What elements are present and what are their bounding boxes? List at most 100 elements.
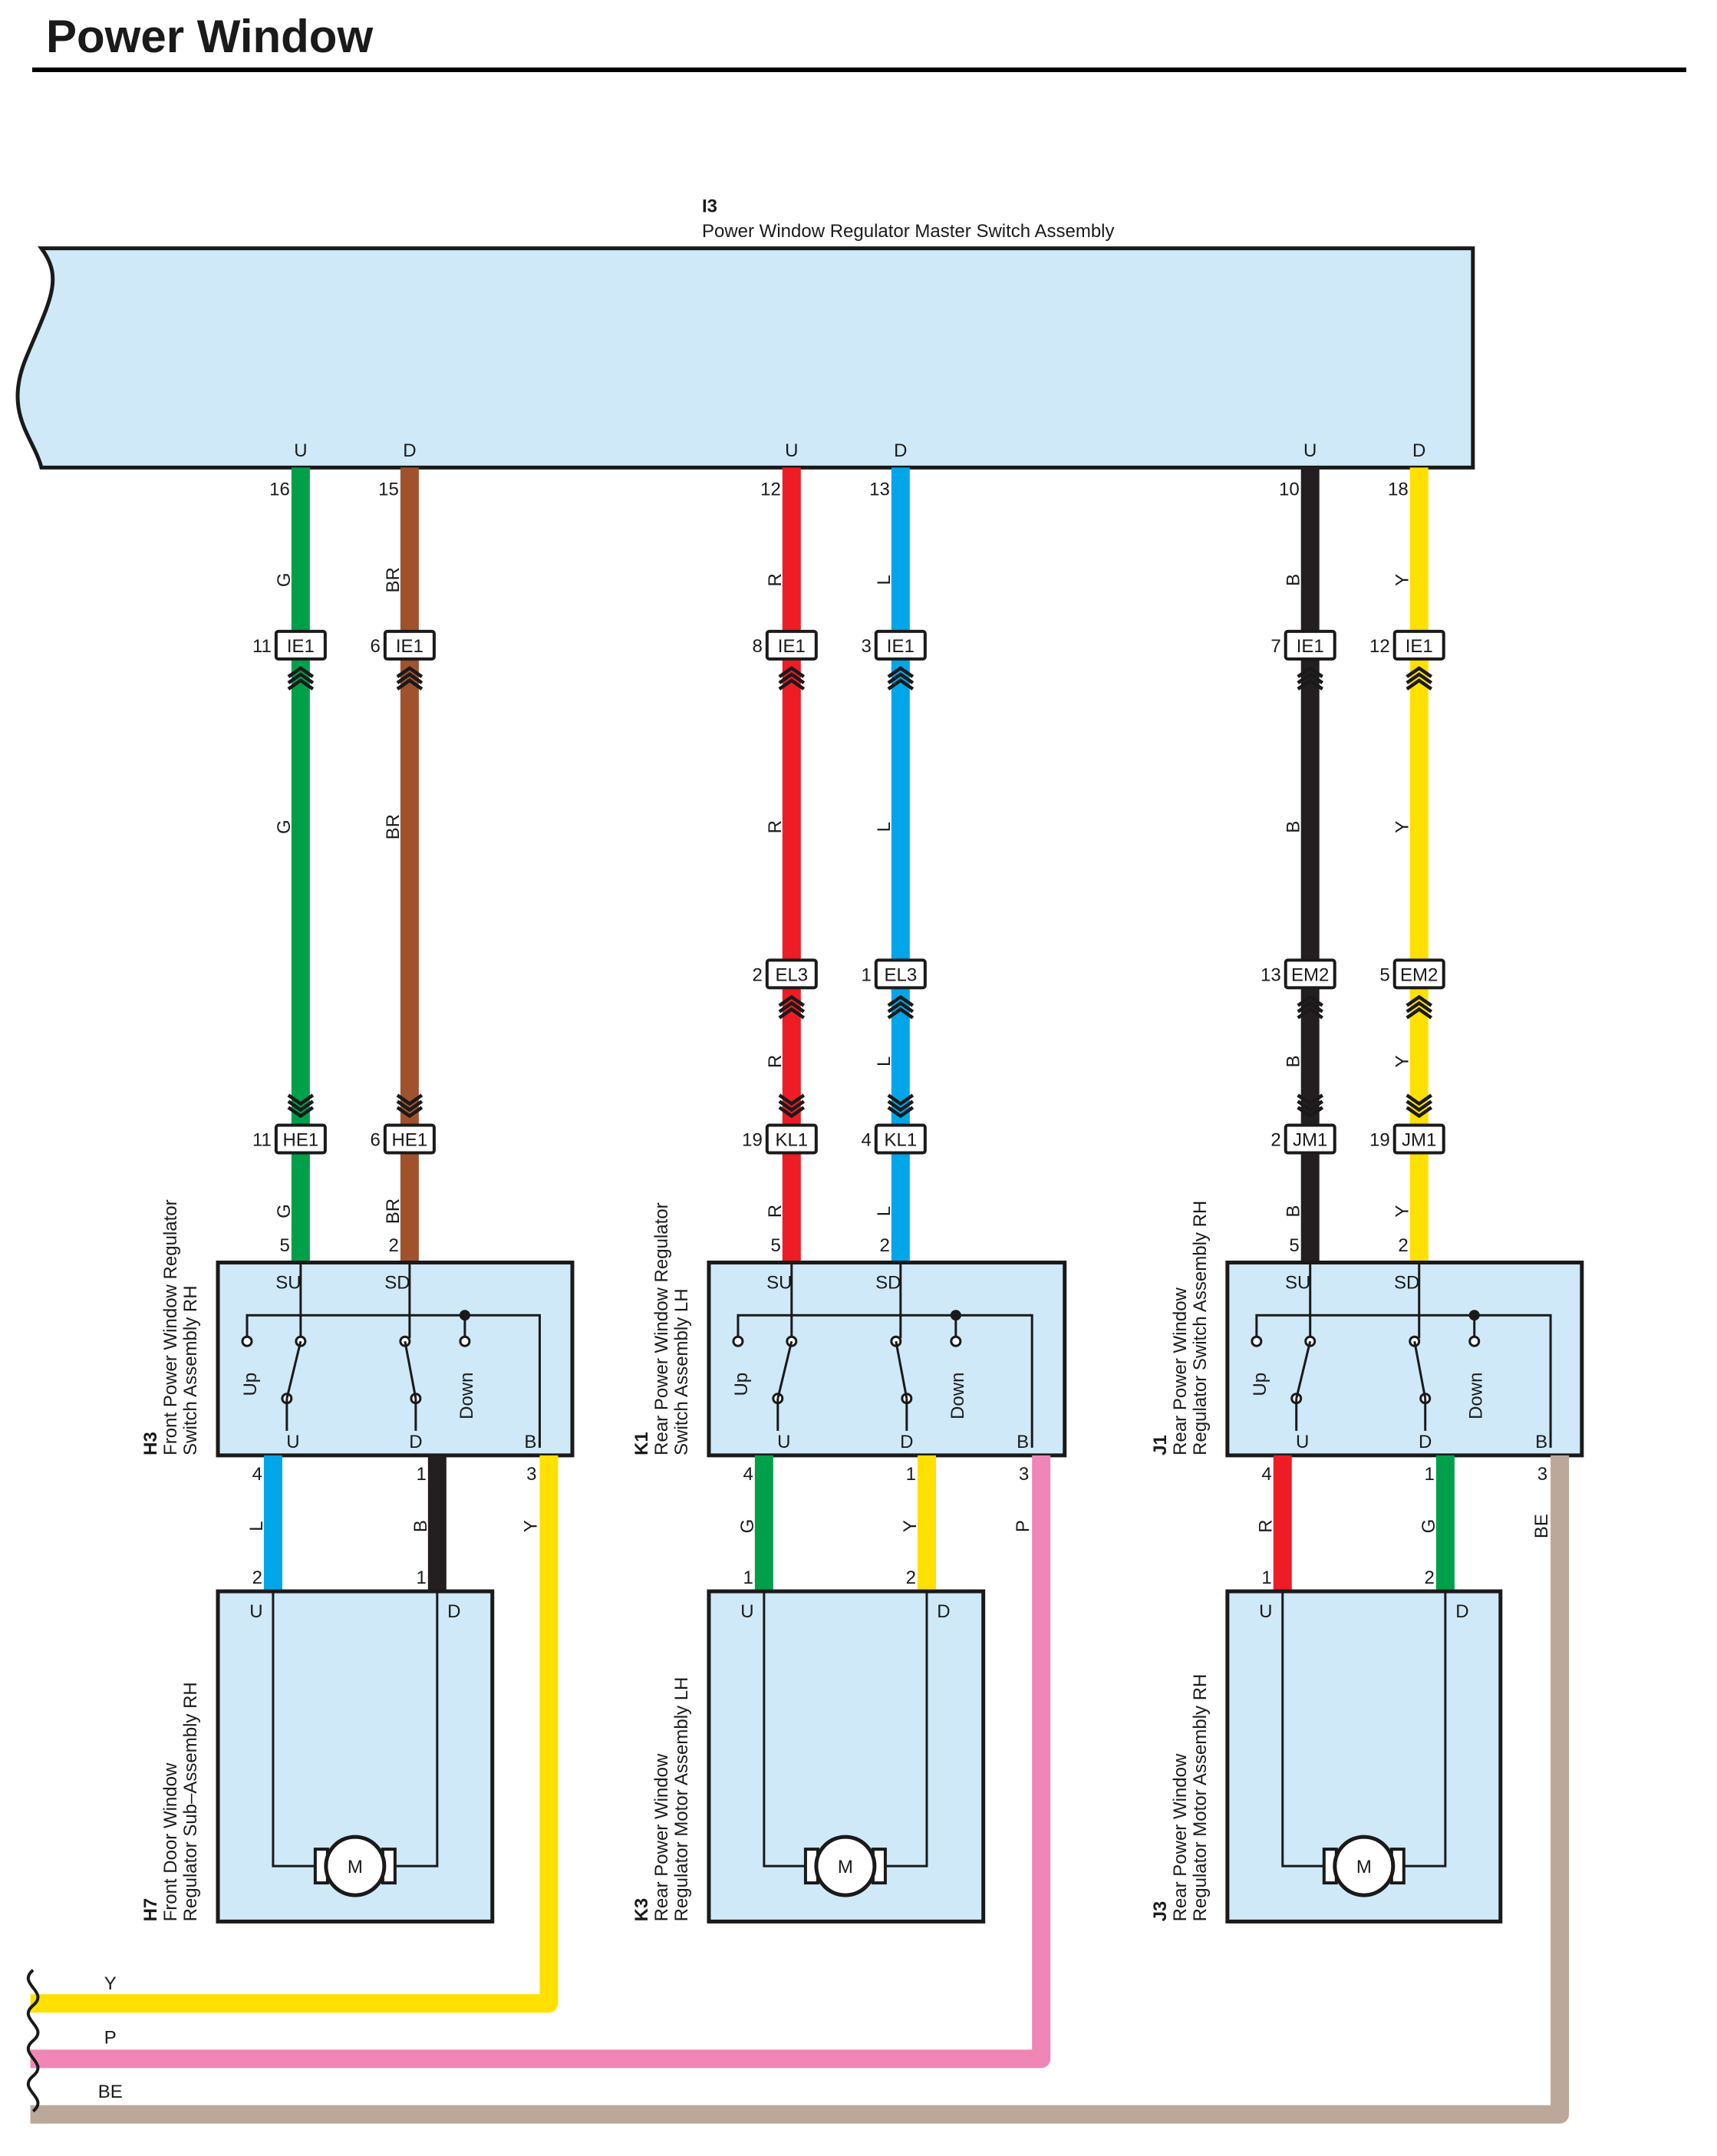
- wire-color-label: Y: [520, 1520, 541, 1532]
- connector-jm1-chevron: [1406, 1093, 1433, 1106]
- connector-jm1-pin: 2: [1270, 1130, 1280, 1151]
- connector-em2-chevron: [1406, 1001, 1433, 1014]
- connector-ie1-box: [1392, 629, 1445, 661]
- wire-color-label: L: [874, 1057, 895, 1066]
- connector-em2-pin: 13: [1261, 964, 1281, 985]
- master-name: Power Window Regulator Master Switch Ass…: [702, 221, 1115, 242]
- connector-he1-box: [383, 1123, 436, 1155]
- switch-pin-number: 3: [1537, 1464, 1547, 1485]
- switch-name-line2: Switch Assembly RH: [180, 1285, 201, 1455]
- switch-down-label: Down: [1466, 1373, 1487, 1419]
- motor-internal-wiring: [763, 1591, 928, 1868]
- connector-el3-pin: 1: [861, 964, 871, 985]
- connector-ie1-chevron: [287, 678, 315, 691]
- connector-em2-box: [1392, 958, 1445, 990]
- connector-el3-label: EL3: [884, 964, 917, 985]
- switch-code: J1: [1150, 1435, 1171, 1455]
- connector-kl1-chevron: [887, 1093, 915, 1106]
- motor-pin-number: 1: [743, 1568, 753, 1588]
- connector-el3-pin: 2: [752, 964, 762, 985]
- switch-contact: [1251, 1335, 1263, 1347]
- connector-jm1-box: [1392, 1123, 1445, 1155]
- switch-pin-number: 5: [280, 1235, 290, 1256]
- master-pin-number: 15: [378, 480, 399, 500]
- connector-kl1-label: KL1: [884, 1130, 917, 1151]
- master-switch-box: [15, 246, 1475, 470]
- switch-name-line1: Rear Power Window Regulator: [651, 1202, 672, 1455]
- master-pin-term: U: [294, 440, 307, 461]
- switch-bottom-term: B: [1017, 1432, 1029, 1452]
- switch-junction-dot: [1468, 1310, 1480, 1321]
- master-pin-term: D: [403, 440, 416, 461]
- motor-pin-number: 2: [252, 1568, 262, 1588]
- motor-internal-wiring: [1281, 1591, 1447, 1868]
- connector-ie1-pin: 3: [861, 636, 871, 657]
- wire-color-label: Y: [1392, 1055, 1413, 1067]
- wire-color-label: R: [765, 1205, 786, 1218]
- connector-ie1-chevron: [396, 678, 423, 691]
- connector-ie1-pin: 8: [752, 636, 762, 657]
- switch-bottom-term: D: [1419, 1432, 1432, 1452]
- switch-up-label: Up: [731, 1373, 752, 1396]
- connector-em2-chevron: [1297, 994, 1324, 1007]
- motor-term-d: D: [937, 1601, 950, 1622]
- motor-pin-number: 1: [1261, 1568, 1271, 1588]
- connector-ie1-chevron: [1406, 672, 1433, 684]
- switch-contact: [732, 1335, 744, 1347]
- switch-pin-number: 5: [1289, 1235, 1299, 1256]
- motor-internal-wiring: [272, 1591, 439, 1868]
- switch-bottom-term: U: [286, 1432, 299, 1452]
- connector-jm1-chevron: [1297, 1099, 1324, 1113]
- bus-label: P: [104, 2028, 117, 2049]
- connector-em2-pin: 5: [1379, 964, 1389, 985]
- wire-color-label: R: [765, 820, 786, 833]
- connector-ie1-chevron: [1406, 666, 1433, 678]
- connector-kl1-chevron: [887, 1099, 915, 1113]
- switch-box: [707, 1260, 1067, 1458]
- connector-kl1-chevron: [778, 1093, 806, 1106]
- connector-he1-pin: 11: [252, 1130, 272, 1151]
- motor-name-line1: Rear Power Window: [1170, 1753, 1191, 1921]
- connector-ie1-chevron: [396, 672, 423, 684]
- connector-em2-chevron: [1406, 1007, 1433, 1020]
- switch-bus-line: [1255, 1314, 1552, 1448]
- connector-ie1-box: [765, 629, 818, 661]
- motor-name-line2: Regulator Motor Assembly LH: [671, 1677, 692, 1922]
- switch-pin-number: 3: [1019, 1464, 1029, 1485]
- connector-kl1-box: [874, 1123, 927, 1155]
- connector-ie1-chevron: [1406, 678, 1433, 691]
- connector-jm1-chevron: [1406, 1099, 1433, 1113]
- switch-pin-number: 1: [416, 1464, 426, 1485]
- connector-ie1-chevron: [287, 672, 315, 684]
- connector-el3-chevron: [778, 1007, 806, 1020]
- switch-bottom-term: U: [1296, 1432, 1309, 1452]
- connector-ie1-label: IE1: [778, 636, 806, 657]
- wire-color-label: B: [1284, 821, 1304, 833]
- motor-name-line2: Regulator Motor Assembly RH: [1190, 1674, 1211, 1922]
- switch-blade-up: [285, 1340, 302, 1399]
- motor-code: J3: [1150, 1901, 1171, 1922]
- connector-jm1-box: [1284, 1123, 1336, 1155]
- switch-blade-down: [895, 1340, 908, 1399]
- wire-color-label: L: [874, 1206, 895, 1216]
- switch-term-su: SU: [766, 1272, 792, 1293]
- connector-he1-box: [274, 1123, 327, 1155]
- connector-jm1-pin: 19: [1369, 1130, 1390, 1151]
- switch-code: H3: [140, 1432, 161, 1455]
- wire-color-label: L: [874, 575, 895, 585]
- switch-term-su: SU: [1285, 1272, 1310, 1293]
- switch-name-line1: Rear Power Window: [1170, 1287, 1191, 1455]
- bus-label: BE: [98, 2082, 123, 2102]
- switch-pin-number: 4: [1261, 1464, 1271, 1485]
- master-pin-term: D: [1412, 440, 1425, 461]
- master-pin-number: 13: [869, 480, 890, 500]
- connector-ie1-box: [1284, 629, 1336, 661]
- switch-blade-up: [776, 1340, 793, 1399]
- connector-el3-chevron: [887, 994, 915, 1007]
- wire-color-label: G: [274, 1204, 295, 1218]
- connector-ie1-box: [874, 629, 927, 661]
- wire-color-label: B: [1284, 1055, 1304, 1067]
- switch-blade-down: [1413, 1340, 1427, 1399]
- switch-term-sd: SD: [1394, 1272, 1419, 1293]
